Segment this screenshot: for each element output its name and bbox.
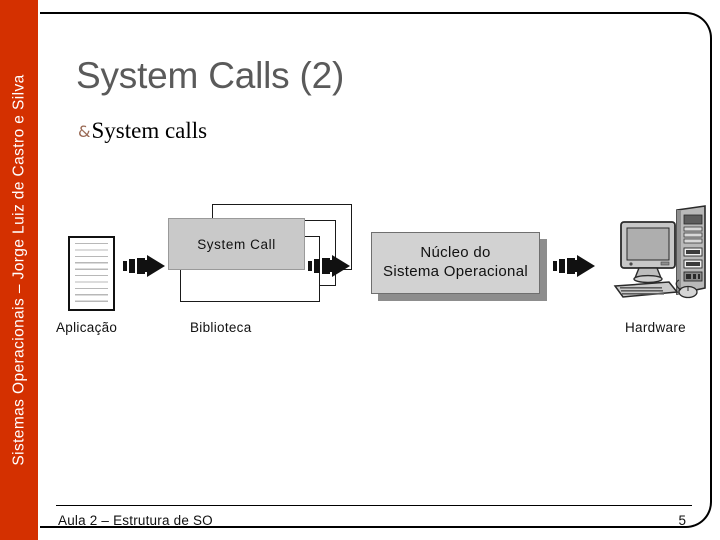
document-lines: [75, 243, 108, 304]
arrow-library-to-kernel: [308, 255, 350, 277]
caption-hardware: Hardware: [625, 320, 686, 335]
kernel-line-1: Núcleo do: [420, 244, 491, 262]
document-icon: [68, 236, 115, 311]
arrow-kernel-to-hardware: [553, 255, 595, 277]
sidebar-course-label: Sistemas Operacionais – Jorge Luiz de Ca…: [10, 74, 28, 466]
monitor: [620, 221, 676, 284]
footer-divider: [56, 505, 692, 506]
slide-title: System Calls (2): [76, 55, 345, 96]
bullet-item: & System calls: [78, 119, 207, 142]
arrow-application-to-library: [123, 255, 165, 277]
tower: [676, 205, 706, 295]
computer-icon: [605, 202, 717, 314]
kernel-box: Núcleo do Sistema Operacional: [371, 232, 540, 294]
bullet-label: System calls: [91, 118, 208, 143]
kernel-line-2: Sistema Operacional: [383, 263, 528, 280]
caption-biblioteca: Biblioteca: [190, 320, 252, 335]
mouse: [675, 279, 698, 299]
footer-page-number: 5: [678, 513, 686, 528]
kernel-box-wrapper: Núcleo do Sistema Operacional: [371, 232, 547, 301]
ornate-bullet-icon: &: [78, 122, 91, 141]
keyboard: [613, 281, 679, 298]
footer-lesson-label: Aula 2 – Estrutura de SO: [58, 513, 213, 528]
library-stack: System Call: [168, 190, 353, 320]
sidebar-brand-bar: Sistemas Operacionais – Jorge Luiz de Ca…: [0, 0, 38, 540]
system-call-flow-diagram: Aplicação System Call Biblioteca: [40, 190, 712, 360]
caption-aplicacao: Aplicação: [56, 320, 118, 335]
system-call-box: System Call: [168, 218, 305, 270]
